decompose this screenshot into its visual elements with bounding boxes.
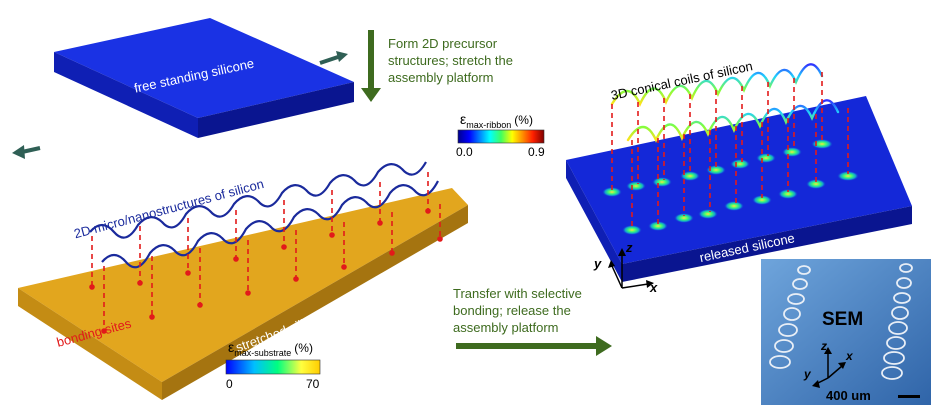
strain-hotspots: [602, 139, 859, 235]
ribbon-strain-colorbar: εmax-ribbon(%) 0.0 0.9: [456, 111, 545, 159]
substrate-colorbar-max: 70: [306, 377, 320, 391]
sem-scale-bar: [898, 395, 920, 398]
substrate-strain-colorbar: εmax-substrate(%) 0 70: [225, 339, 321, 391]
step2-right-arrow-icon: [456, 336, 612, 356]
step2-text-line2: bonding; release the: [453, 303, 571, 318]
step1-text-line3: assembly platform: [388, 70, 493, 85]
ribbon-colorbar-max: 0.9: [528, 145, 545, 159]
sem-axis-x-label: x: [845, 349, 854, 363]
axis-y-label: y: [593, 256, 602, 271]
step2-text-line3: assembly platform: [453, 320, 558, 335]
axis-x-label: x: [649, 280, 658, 295]
axes-triad-icon: [608, 248, 654, 289]
sem-axis-z-label: z: [820, 339, 827, 353]
svg-text:εmax-ribbon(%): εmax-ribbon(%): [460, 111, 533, 130]
sem-title: SEM: [822, 309, 863, 330]
sem-scale-label: 400 um: [826, 388, 871, 403]
sem-axes-triad-icon: [812, 347, 846, 388]
sem-coil-left: [769, 265, 811, 369]
ribbon-colorbar-min: 0.0: [456, 145, 473, 159]
stretch-arrow-left-icon: [12, 145, 41, 159]
step1-text-line2: structures; stretch the: [388, 53, 513, 68]
stretch-arrow-right-icon: [319, 51, 348, 65]
bonding-site-dots-left: [89, 208, 443, 334]
axis-z-label: z: [625, 240, 633, 255]
ribbon-front: [101, 180, 439, 269]
bonding-site-lines-right: [611, 72, 849, 228]
svg-text:εmax-substrate(%): εmax-substrate(%): [228, 339, 313, 358]
step1-down-arrow-icon: [361, 30, 381, 102]
sem-axis-y-label: y: [803, 367, 812, 381]
step2-text-line1: Transfer with selective: [453, 286, 582, 301]
sem-coil-right: [881, 263, 913, 380]
ribbon-back: [89, 161, 427, 239]
step1-text-line1: Form 2D precursor: [388, 36, 498, 51]
substrate-colorbar-min: 0: [226, 377, 233, 391]
3d-coils-label: 3D conical coils of silicon: [610, 58, 754, 103]
sem-inset: SEM z x y 400 um: [759, 257, 933, 407]
free-standing-silicone-slab: free standing silicone: [54, 18, 354, 138]
2d-ribbon-structures: [89, 161, 439, 269]
bonding-site-lines-left: [91, 172, 441, 330]
